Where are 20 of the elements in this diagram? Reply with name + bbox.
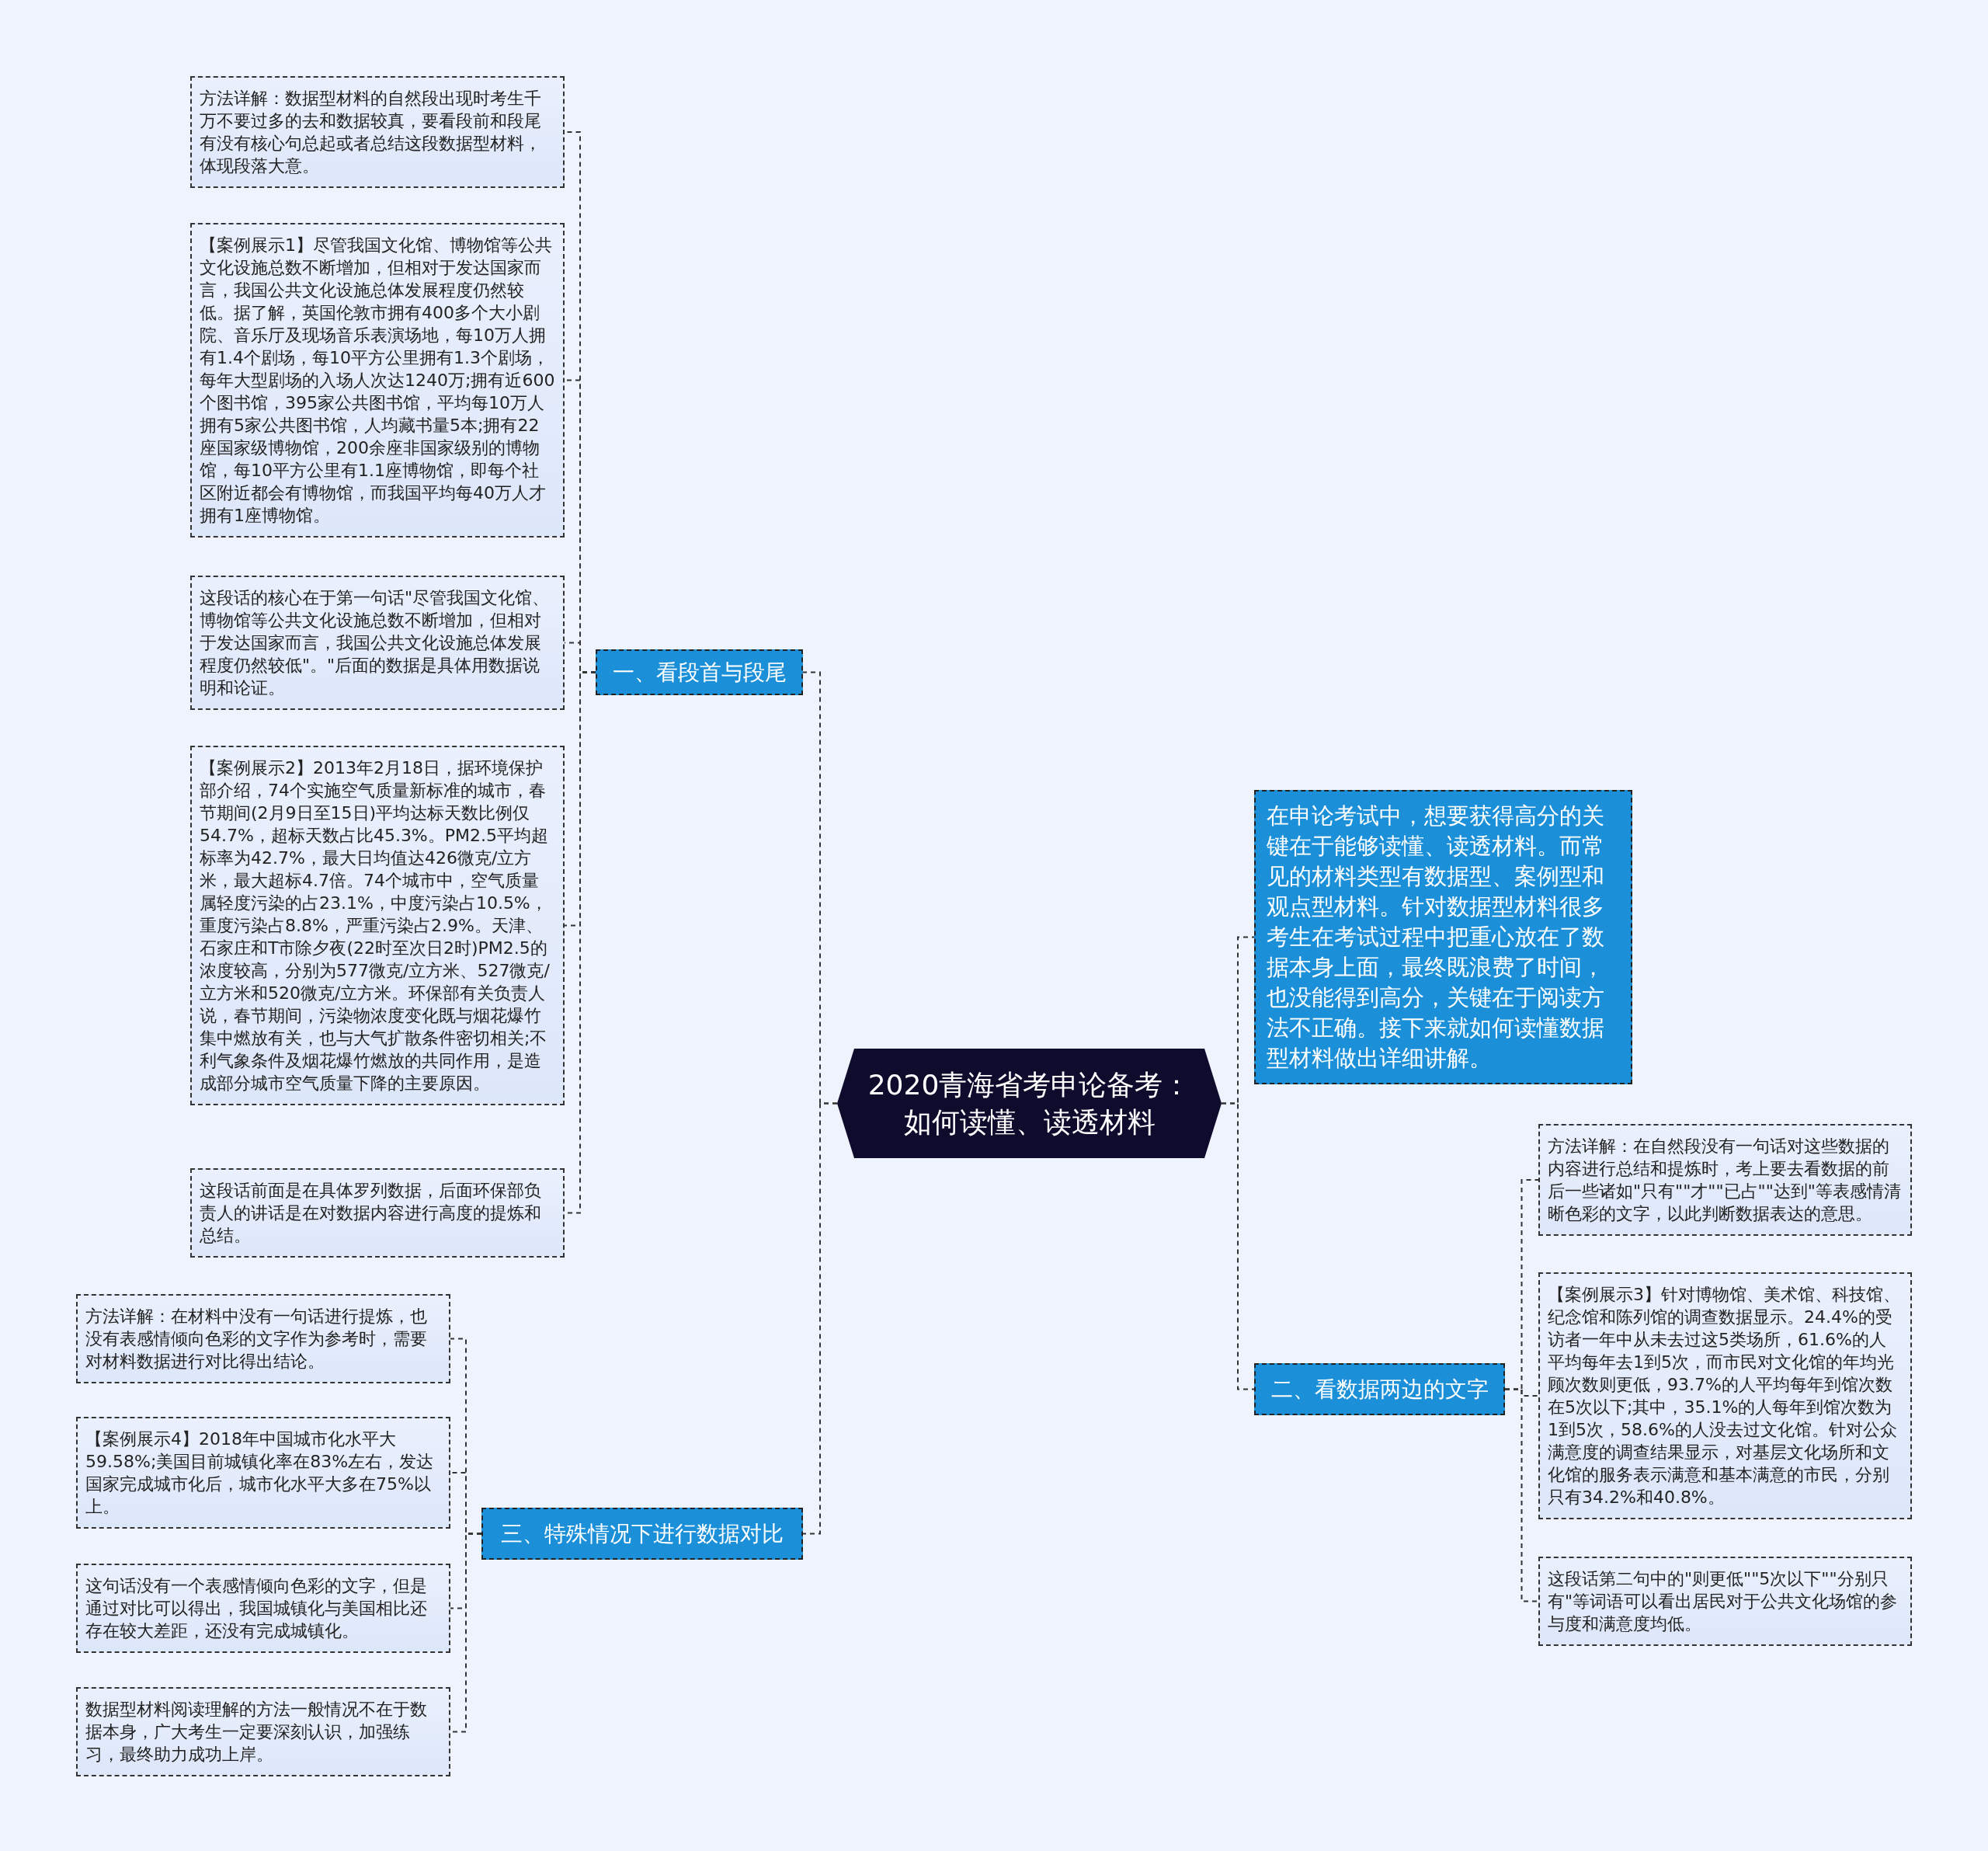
note-box: 这段话第二句中的"则更低""5次以下""分别只有"等词语可以看出居民对于公共文化场馆的参与度和满意度均低。 (1538, 1557, 1912, 1646)
central-topic: 2020青海省考申论备考：如何读懂、读透材料 (837, 1049, 1222, 1158)
branch-topic: 二、看数据两边的文字 (1254, 1363, 1505, 1415)
note-box: 数据型材料阅读理解的方法一般情况不在于数据本身，广大考生一定要深刻认识，加强练习，最终助力成功上岸。 (76, 1687, 450, 1776)
note-box: 【案例展示2】2013年2月18日，据环境保护部介绍，74个实施空气质量新标准的城市，春节期间(2月9日至15日)平均达标天数比例仅54.7%，超标天数占比45.3%。PM2.5平均超标率为42.7%，最大日均值达426微克/立方米，最大超标4.7倍。74个城市中，空气质量属轻度污染的占23.1%，中度污染占10.5%，重度污染占8.8%，严重污染占2.9%。天津、石家庄和T市除夕夜(22时至次日2时)PM2.5的浓度较高，分别为577微克/立方米、527微克/立方米和520微克/立方米。环保部有关负责人说，春节期间，污染物浓度变化既与烟花爆竹集中燃放有关，也与大气扩散条件密切相关;不利气象条件及烟花爆竹燃放的共同作用，是造成部分城市空气质量下降的主要原因。 (190, 746, 565, 1105)
connector-line (802, 1102, 838, 1535)
note-box: 这段话的核心在于第一句话"尽管我国文化馆、博物馆等公共文化设施总数不断增加，但相对于发达国家而言，我国公共文化设施总体发展程度仍然较低"。"后面的数据是具体用数据说明和论证。 (190, 576, 565, 710)
note-box: 这段话前面是在具体罗列数据，后面环保部负责人的讲话是在对数据内容进行高度的提炼和总结。 (190, 1168, 565, 1258)
connector-line (1504, 1388, 1539, 1602)
intro-text-box: 在申论考试中，想要获得高分的关键在于能够读懂、读透材料。而常见的材料类型有数据型、案例型和观点型材料。针对数据型材料很多考生在考试过程中把重心放在了数据本身上面，最终既浪费了时间，也没能得到高分，关键在于阅读方法不正确。接下来就如何读懂数据型材料做出详细讲解。 (1254, 790, 1632, 1084)
branch-topic: 一、看段首与段尾 (596, 649, 803, 695)
note-box: 【案例展示4】2018年中国城市化水平大59.58%;美国目前城镇化率在83%左右，发达国家完成城市化后，城市化水平大多在75%以上。 (76, 1417, 450, 1529)
note-box: 这句话没有一个表感情倾向色彩的文字，但是通过对比可以得出，我国城镇化与美国相比还存在较大差距，还没有完成城镇化。 (76, 1564, 450, 1653)
note-box: 【案例展示1】尽管我国文化馆、博物馆等公共文化设施总数不断增加，但相对于发达国家而言，我国公共文化设施总体发展程度仍然较低。据了解，英国伦敦市拥有400多个大小剧院、音乐厅及现场音乐表演场地，每10万人拥有1.4个剧场，每10平方公里拥有1.3个剧场，每年大型剧场的入场人次达1240万;拥有近600个图书馆，395家公共图书馆，平均每10万人拥有5家公共图书馆，人均藏书量5本;拥有22座国家级博物馆，200余座非国家级别的博物馆，每10平方公里有1.1座博物馆，即每个社区附近都会有博物馆，而我国平均每40万人才拥有1座博物馆。 (190, 223, 565, 538)
note-box: 方法详解：数据型材料的自然段出现时考生千万不要过多的去和数据较真，要看段前和段尾有没有核心句总起或者总结这段数据型材料，体现段落大意。 (190, 76, 565, 188)
connector-line (1221, 1102, 1255, 1390)
note-box: 【案例展示3】针对博物馆、美术馆、科技馆、纪念馆和陈列馆的调查数据显示。24.4%的受访者一年中从未去过这5类场所，61.6%的人平均每年去1到5次，而市民对文化馆的年均光顾次数则更低，93.7%的人平均每年到馆次数在5次以下;其中，35.1%的人每年到馆次数为1到5次，58.6%的人没去过文化馆。针对公众满意度的调查结果显示，对基层文化场所和文化馆的服务表示满意和基本满意的市民，分别只有34.2%和40.8%。 (1538, 1272, 1912, 1519)
note-box: 方法详解：在自然段没有一句话对这些数据的内容进行总结和提炼时，考上要去看数据的前后一些诸如"只有""才""已占""达到"等表感情清晰色彩的文字，以此判断数据表达的意思。 (1538, 1124, 1912, 1236)
note-box: 方法详解：在材料中没有一句话进行提炼，也没有表感情倾向色彩的文字作为参考时，需要对材料数据进行对比得出结论。 (76, 1294, 450, 1383)
branch-topic: 三、特殊情况下进行数据对比 (481, 1508, 803, 1560)
